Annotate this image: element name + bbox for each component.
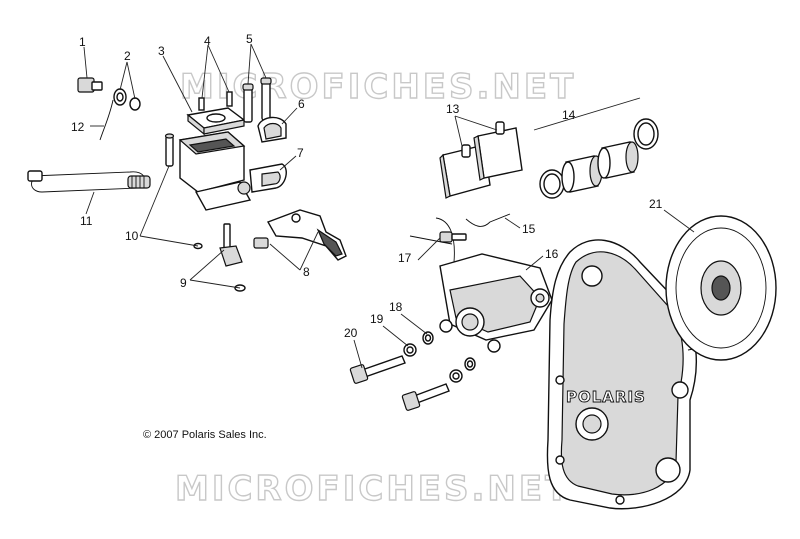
callout-labels: 1 2 3 4 5 6 7 8 9 10 11 12 13 14 15 16 1… [71,32,663,340]
chaincase-cover: POLARIS [546,239,711,510]
part-2-washers [113,88,141,111]
watermark-top: MICROFICHES.NET [180,67,576,107]
part-21-brake-disc [665,215,777,361]
part-11-cable [27,170,151,193]
part-15-pad-pin [465,213,511,227]
copyright-notice: © 2007 Polaris Sales Inc. [143,429,267,441]
callout-20: 20 [344,326,358,340]
callout-17: 17 [398,251,412,265]
callout-4: 4 [204,34,211,48]
callout-9: 9 [180,276,187,290]
part-12-hose [99,99,114,141]
part-3-reservoir-cap [186,107,246,136]
callout-7: 7 [297,146,304,160]
part-18-19-washers [403,331,476,383]
callout-18: 18 [389,300,403,314]
watermark-bottom: MICROFICHES.NET [175,469,571,509]
callout-1: 1 [79,35,86,49]
part-10-pin [164,133,203,250]
callout-10: 10 [125,229,139,243]
master-cylinder-assembly [27,77,347,292]
part-1-fitting [77,77,103,93]
polaris-brand-mark: POLARIS [566,388,646,406]
leader-lines [83,43,695,369]
callout-12: 12 [71,120,85,134]
part-8-brake-lever [253,209,347,261]
callout-5: 5 [246,32,253,46]
callout-16: 16 [545,247,559,261]
master-cylinder-body [178,131,252,211]
part-4-screws [198,91,233,111]
part-20-bolts [349,355,450,411]
part-7-clamp-lower [249,163,287,193]
part-16-caliper [409,217,553,353]
callout-8: 8 [303,265,310,279]
part-14-pistons [539,118,659,199]
callout-14: 14 [562,108,576,122]
callout-6: 6 [298,97,305,111]
callout-3: 3 [158,44,165,58]
callout-21: 21 [649,197,663,211]
callout-13: 13 [446,102,460,116]
part-17-bleeder [439,231,467,243]
part-9-pivot-bolt [219,223,246,292]
callout-2: 2 [124,49,131,63]
part-5-bolts [242,77,272,123]
callout-15: 15 [522,222,536,236]
callout-11: 11 [80,214,93,228]
part-13-brake-pads [439,121,523,199]
caliper-assembly [349,118,659,411]
callout-19: 19 [370,312,384,326]
part-6-clamp [257,116,287,143]
